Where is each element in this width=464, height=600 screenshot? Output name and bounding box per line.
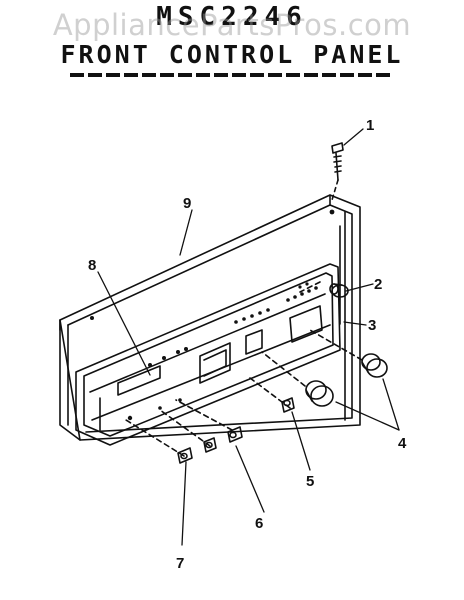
model-number: MSC2246 bbox=[156, 2, 308, 32]
callout-leaders bbox=[97, 128, 400, 546]
button-part-7 bbox=[177, 447, 193, 464]
callout-8: 8 bbox=[88, 257, 96, 274]
callout-4: 4 bbox=[398, 435, 407, 452]
callout-9: 9 bbox=[183, 195, 191, 212]
assembly-dashes bbox=[125, 281, 363, 457]
watermark: AppliancePartsPros.com bbox=[52, 8, 412, 42]
callout-2: 2 bbox=[374, 276, 382, 293]
callout-6: 6 bbox=[255, 515, 263, 532]
indicator-holes bbox=[90, 209, 335, 421]
screw-part-1 bbox=[331, 142, 344, 201]
page-title: FRONT CONTROL PANEL bbox=[60, 40, 404, 69]
callout-5: 5 bbox=[306, 473, 314, 490]
control-panel-insert bbox=[75, 263, 341, 446]
button-part-6-b bbox=[203, 437, 217, 453]
button-part-5 bbox=[281, 397, 295, 413]
knob-part-4-lower bbox=[305, 380, 334, 407]
callout-labels: 1 2 3 4 5 6 7 8 9 bbox=[88, 117, 407, 572]
callout-1: 1 bbox=[366, 117, 374, 134]
button-part-6-a bbox=[227, 426, 243, 443]
callout-3: 3 bbox=[368, 317, 376, 334]
title-dash-rule bbox=[70, 73, 390, 77]
knob-part-4-upper bbox=[361, 353, 388, 378]
callout-7: 7 bbox=[176, 555, 184, 572]
